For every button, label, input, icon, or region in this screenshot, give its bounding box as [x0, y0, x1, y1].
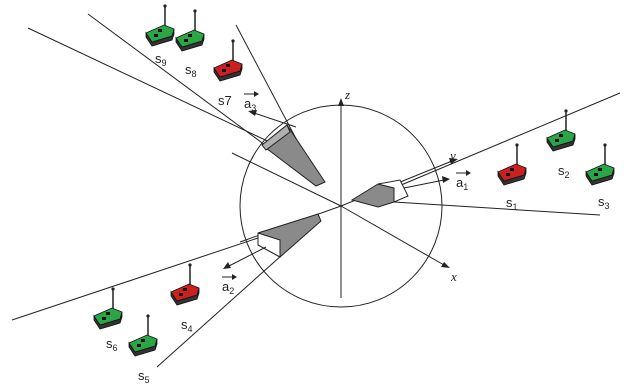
z-axis-arrow	[338, 98, 344, 106]
a2-base: a	[222, 279, 230, 294]
s3-label: s3	[598, 194, 610, 211]
s9-label: s9	[155, 51, 167, 68]
x-axis-line	[340, 205, 445, 266]
svg-text:a3: a3	[244, 96, 256, 113]
antenna-beam-a3	[261, 124, 326, 187]
s1-label: s1	[506, 195, 518, 212]
antenna-beam-a2	[257, 213, 322, 258]
sensor-s8-icon	[175, 9, 205, 52]
s4-label: s4	[181, 317, 193, 334]
a1-base: a	[456, 175, 464, 190]
a2-label: a2	[222, 274, 237, 296]
axis-line-back	[231, 152, 342, 207]
y-axis-label: y	[448, 148, 456, 163]
a1-label: a1	[456, 170, 471, 192]
beam3-outer-line	[27, 27, 279, 147]
beam1-edge-lower	[393, 201, 601, 216]
beam2-edge-lower	[156, 254, 283, 368]
a2-arrowhead	[223, 262, 231, 269]
a3-sub: 3	[251, 103, 256, 113]
a3-direction-arrow	[253, 112, 297, 128]
y-axis-arrow	[449, 158, 458, 164]
a3-arrowhead	[248, 110, 257, 116]
s7-label: s7	[218, 93, 232, 108]
sensor-s2-icon	[546, 109, 576, 152]
z-axis-label: z	[344, 87, 350, 102]
sensor-s9-icon	[145, 4, 175, 47]
antenna-beam-a1	[350, 179, 409, 208]
sensor-s3-icon	[585, 143, 615, 186]
x-axis-arrow	[441, 262, 450, 268]
a1-sub: 1	[463, 182, 468, 192]
sensor-labels: s1 s2 s3 s4 s5 s6 s7 s8 s9	[106, 51, 610, 385]
beam2-edge-upper	[11, 237, 259, 321]
x-axis-label: x	[450, 269, 457, 284]
a1-direction-arrow	[403, 179, 445, 189]
s8-label: s8	[185, 62, 197, 79]
a3-label: a3	[244, 91, 259, 113]
sensor-s4-icon	[170, 263, 200, 306]
a1-arrowhead	[442, 176, 450, 183]
svg-text:a2: a2	[222, 279, 234, 296]
sensor-s6-icon	[93, 287, 123, 330]
s2-label: s2	[558, 163, 570, 180]
sensor-s5-icon	[128, 314, 158, 357]
s6-label: s6	[106, 336, 118, 353]
a2-direction-arrow	[228, 246, 267, 267]
s5-label: s5	[138, 368, 150, 385]
sensor-group	[93, 4, 615, 357]
sensor-s7-icon	[213, 39, 243, 82]
a2-sub: 2	[229, 286, 234, 296]
svg-text:a1: a1	[456, 175, 468, 192]
a3-base: a	[244, 96, 252, 111]
beam1-edge-upper	[393, 92, 621, 189]
sensor-s1-icon	[497, 143, 527, 186]
